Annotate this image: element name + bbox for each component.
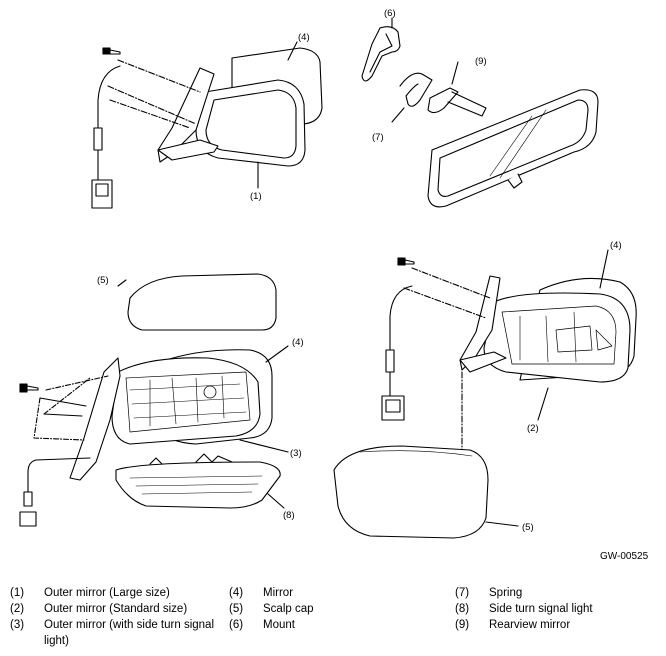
callout-8: (8) [283,510,295,521]
legend-item: (5) Scalp cap [229,601,429,617]
legend-number: (7) [455,587,470,599]
legend-item: (9) Rearview mirror [455,617,655,633]
legend-text: Mirror [263,587,294,599]
outer-mirror-turn-signal-illustration [19,273,281,527]
outer-mirror-standard-illustration [333,257,637,539]
legend-text: Mount [263,619,295,631]
callout-9: (9) [475,56,487,67]
callout-5-right: (5) [522,522,534,533]
legend-text: Side turn signal light [489,603,593,615]
callout-3: (3) [290,448,302,459]
legend-number: (3) [10,619,25,631]
legend-number: (4) [229,587,244,599]
legend-text: Scalp cap [263,603,314,615]
callout-4-lower-right: (4) [610,240,622,251]
legend-column-2: (4) Mirror (5) Scalp cap (6) Mount [229,585,429,633]
callout-4-lower-left: (4) [292,337,304,348]
legend-number: (8) [455,603,470,615]
callout-1: (1) [250,191,262,202]
legend-item: (2) Outer mirror (Standard size) [10,601,230,617]
legend-item: (1) Outer mirror (Large size) [10,585,230,601]
legend-item: (4) Mirror [229,585,429,601]
callout-5-left: (5) [97,275,109,286]
legend-text: Rearview mirror [489,619,571,631]
legend-item: (6) Mount [229,617,429,633]
legend-number: (6) [229,619,244,631]
legend-text: Outer mirror (Standard size) [44,603,188,615]
legend-text: Spring [489,587,523,599]
callout-6: (6) [384,8,396,19]
legend-item: (8) Side turn signal light [455,601,655,617]
legend-text: Outer mirror (Large size) [44,587,170,599]
legend-column-1: (1) Outer mirror (Large size) (2) Outer mi… [10,585,230,649]
legend-column-3: (7) Spring (8) Side turn signal light (9) R… [455,585,655,633]
callout-2: (2) [527,423,539,434]
figure-code: GW-00525 [600,551,649,562]
legend-number: (2) [10,603,25,615]
legend-number: (9) [455,619,470,631]
callout-4-top-left: (4) [298,32,310,43]
legend-number: (1) [10,587,25,599]
legend-item: (7) Spring [455,585,655,601]
callout-7: (7) [372,132,384,143]
legend-number: (5) [229,603,244,615]
parts-diagram: (4) (1) (6) (9) (7) [19,8,637,539]
legend-item: (3) Outer mirror (with side turn signal l… [10,617,230,649]
rearview-mirror-illustration [361,26,599,208]
outer-mirror-large-illustration [91,47,323,209]
legend-text: Outer mirror (with side turn signal ligh… [44,619,214,647]
